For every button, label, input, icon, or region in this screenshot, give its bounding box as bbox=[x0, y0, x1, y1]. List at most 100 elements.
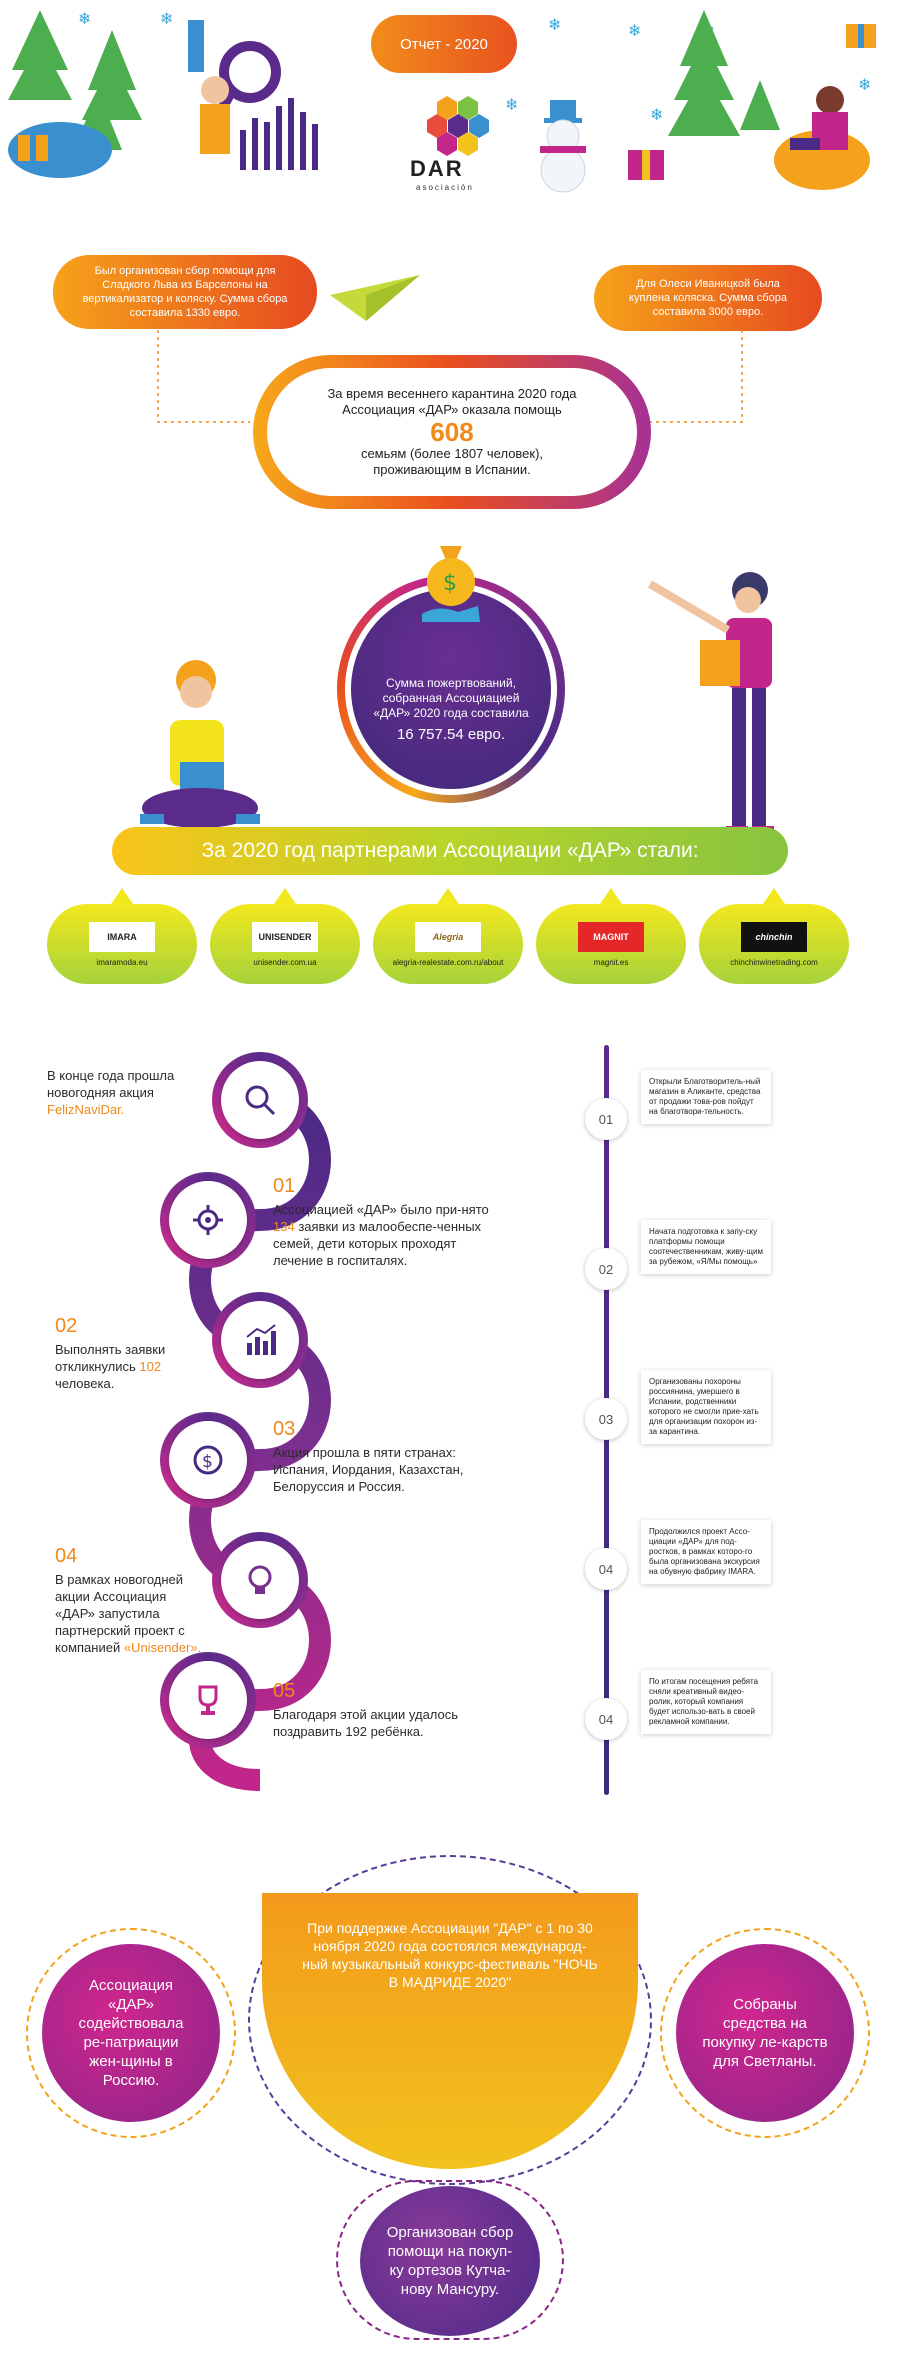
partner-chinchin[interactable]: chinchin chinchinwinetrading.com bbox=[699, 888, 849, 984]
step-number: 05 bbox=[273, 1680, 296, 1702]
partner-magnit[interactable]: MAGNIT magnit.es bbox=[536, 888, 686, 984]
timeline-node-5 bbox=[212, 1532, 308, 1628]
quarantine-line-2: Ассоциация «ДАР» оказала помощь bbox=[342, 402, 562, 417]
repatriation-text: Ассоциация «ДАР» содействовала ре-патриа… bbox=[78, 1977, 184, 2089]
partners-title: За 2020 год партнерами Ассоциации «ДАР» … bbox=[201, 839, 699, 862]
lightbulb-icon bbox=[221, 1541, 299, 1619]
svg-text:$: $ bbox=[202, 1452, 213, 1472]
step-number: 04 bbox=[55, 1545, 78, 1567]
step-highlight: 134 bbox=[273, 1219, 295, 1234]
orthoses-circle: Организован сбор помощи на покуп-ку орте… bbox=[360, 2186, 540, 2336]
right-card-2: Начата подготовка к запу-ску платформы п… bbox=[641, 1220, 771, 1274]
medicine-text: Собраны средства на покупку ле-карств дл… bbox=[702, 1996, 828, 2070]
families-count: 608 bbox=[430, 417, 474, 447]
partner-logo: MAGNIT bbox=[578, 921, 644, 952]
orthoses-text: Организован сбор помощи на покуп-ку орте… bbox=[386, 2224, 514, 2298]
partner-imara[interactable]: IMARA imaramoda.eu bbox=[47, 888, 197, 984]
svg-text:$: $ bbox=[443, 571, 457, 596]
partner-logo: IMARA bbox=[89, 921, 155, 952]
festival-semicircle: При поддержке Ассоциации "ДАР" с 1 по 30… bbox=[262, 1893, 638, 2169]
svg-text:❄: ❄ bbox=[505, 95, 518, 114]
dotted-connectors bbox=[157, 330, 743, 423]
timeline-node-6 bbox=[160, 1652, 256, 1748]
donation-amount: 16 757.54 евро. bbox=[396, 726, 506, 743]
timeline-step-5: 05 Благодаря этой акции удалось поздрави… bbox=[273, 1680, 493, 1740]
center-dashed-ring bbox=[336, 2180, 564, 2340]
timeline-step-3: 03 Акция прошла в пяти странах: Испания,… bbox=[273, 1418, 493, 1495]
step-text: Выполнять заявки откликнулись 102 челове… bbox=[55, 1341, 195, 1392]
coin-icon: $ bbox=[169, 1421, 247, 1499]
timeline-node-1 bbox=[212, 1052, 308, 1148]
presenter-illustration bbox=[647, 572, 774, 834]
right-card-5: По итогам посещения ребята сняли креатив… bbox=[641, 1670, 771, 1734]
right-node-1: 01 bbox=[585, 1098, 627, 1140]
svg-text:❄: ❄ bbox=[858, 75, 871, 94]
step-text-b: человека. bbox=[55, 1376, 115, 1391]
svg-text:❄: ❄ bbox=[628, 21, 641, 40]
right-card-3: Организованы похороны россиянина, умерше… bbox=[641, 1370, 771, 1444]
step-text: Благодаря этой акции удалось поздравить … bbox=[273, 1707, 459, 1739]
logo-subtitle: asociación bbox=[416, 183, 474, 192]
donation-summary: Сумма пожертвований, собранная Ассоциаци… bbox=[351, 589, 551, 789]
quarantine-line-1: За время весеннего карантина 2020 года bbox=[327, 386, 577, 401]
story-bubble-left: Был организован сбор помощи для Сладкого… bbox=[53, 255, 317, 329]
quarantine-line-3: семьям (более 1807 человек), bbox=[360, 446, 544, 461]
medicine-circle: Собраны средства на покупку ле-карств дл… bbox=[676, 1944, 854, 2122]
partners-title-banner: За 2020 год партнерами Ассоциации «ДАР» … bbox=[112, 827, 788, 875]
partners-row: IMARA imaramoda.eu UNISENDER unisender.c… bbox=[47, 888, 857, 1012]
partner-url[interactable]: chinchinwinetrading.com bbox=[730, 957, 818, 967]
left-dashed-ring bbox=[26, 1928, 236, 2138]
right-dashed-ring bbox=[660, 1928, 870, 2138]
story-right-text: Для Олеси Иваницкой была куплена коляска… bbox=[629, 278, 787, 318]
donation-text: Сумма пожертвований, собранная Ассоциаци… bbox=[373, 676, 529, 720]
right-node-4: 04 bbox=[585, 1548, 627, 1590]
trophy-icon bbox=[169, 1661, 247, 1739]
svg-text:❄: ❄ bbox=[160, 9, 173, 28]
partner-url[interactable]: imaramoda.eu bbox=[96, 957, 148, 967]
timeline-node-4: $ bbox=[160, 1412, 256, 1508]
winter-illustration: ❄❄❄ ❄❄❄ ❄❄ bbox=[8, 9, 876, 193]
winding-timeline-path bbox=[189, 1089, 331, 1791]
festival-text: При поддержке Ассоциации "ДАР" с 1 по 30… bbox=[302, 1920, 598, 1990]
story-left-text: Был организован сбор помощи для Сладкого… bbox=[82, 265, 288, 319]
step-text-b: заявки из малообеспе-ченных семей, дети … bbox=[273, 1219, 482, 1268]
step-text-a: В рамках новогодней акции Ассоциация «ДА… bbox=[55, 1572, 185, 1655]
partner-unisender[interactable]: UNISENDER unisender.com.ua bbox=[210, 888, 360, 984]
partner-logo: Alegria bbox=[415, 921, 481, 952]
right-card-4: Продолжился проект Ассо-циации «ДАР» для… bbox=[641, 1520, 771, 1584]
quarantine-line-4: проживающим в Испании. bbox=[373, 462, 531, 477]
right-node-2: 02 bbox=[585, 1248, 627, 1290]
search-icon bbox=[221, 1061, 299, 1139]
intro-text: В конце года прошла новогодняя акция bbox=[47, 1068, 175, 1100]
step-number: 03 bbox=[273, 1418, 296, 1440]
timeline-step-4: 04 В рамках новогодней акции Ассоциация … bbox=[55, 1545, 205, 1656]
right-node-5: 04 bbox=[585, 1698, 627, 1740]
right-card-1: Открыли Благотворитель-ный магазин в Али… bbox=[641, 1070, 771, 1124]
step-highlight: «Unisender». bbox=[123, 1640, 202, 1655]
partner-url[interactable]: magnit.es bbox=[593, 957, 629, 967]
quarantine-summary: За время весеннего карантина 2020 года А… bbox=[267, 368, 637, 496]
person-with-laptop-illustration bbox=[140, 660, 260, 828]
story-bubble-right: Для Олеси Иваницкой была куплена коляска… bbox=[594, 265, 822, 331]
partner-alegria[interactable]: Alegria alegria-realestate.com.ru/about bbox=[373, 888, 523, 984]
step-text: Акция прошла в пяти странах: Испания, Ио… bbox=[273, 1445, 464, 1494]
svg-text:❄: ❄ bbox=[650, 105, 663, 124]
partner-url[interactable]: unisender.com.ua bbox=[253, 957, 317, 967]
timeline-intro: В конце года прошла новогодняя акция Fel… bbox=[47, 1067, 207, 1118]
growth-chart-icon bbox=[221, 1301, 299, 1379]
logo-name: DAR bbox=[410, 156, 464, 181]
gear-icon bbox=[169, 1181, 247, 1259]
step-text-a: Выполнять заявки откликнулись bbox=[55, 1342, 166, 1374]
timeline-step-2: 02 Выполнять заявки откликнулись 102 чел… bbox=[55, 1315, 195, 1392]
svg-text:❄: ❄ bbox=[548, 15, 561, 34]
timeline-step-1: 01 Ассоциацией «ДАР» было при-нято 134 з… bbox=[273, 1175, 503, 1269]
partner-url[interactable]: alegria-realestate.com.ru/about bbox=[392, 957, 504, 967]
repatriation-circle: Ассоциация «ДАР» содействовала ре-патриа… bbox=[42, 1944, 220, 2122]
step-text: Ассоциацией «ДАР» было при-нято 134 заяв… bbox=[273, 1201, 503, 1269]
step-highlight: 102 bbox=[139, 1359, 162, 1374]
timeline-node-3 bbox=[212, 1292, 308, 1388]
intro-highlight: FelizNaviDar. bbox=[47, 1102, 125, 1117]
money-bag-icon: $ bbox=[422, 546, 480, 622]
step-number: 02 bbox=[55, 1315, 78, 1337]
partner-logo: UNISENDER bbox=[252, 921, 318, 952]
